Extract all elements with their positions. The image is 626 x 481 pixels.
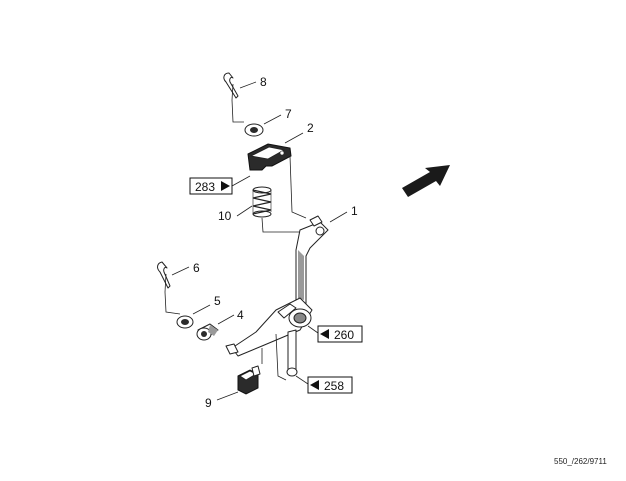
arrow-left-icon bbox=[320, 329, 329, 339]
part-2-block bbox=[247, 143, 292, 171]
leader-5 bbox=[192, 304, 211, 315]
leader-7 bbox=[216, 391, 239, 401]
part-6-cotter-pin bbox=[157, 261, 171, 293]
callout-8: 7 bbox=[285, 107, 292, 121]
leader-10 bbox=[236, 205, 253, 217]
leader-2 bbox=[284, 132, 304, 144]
leader-260 bbox=[307, 325, 319, 334]
reference-box-260: 260 bbox=[317, 325, 363, 343]
arrow-left-icon bbox=[310, 380, 319, 390]
leader-258 bbox=[295, 375, 309, 385]
part-8-washer bbox=[244, 123, 264, 137]
part-4-bushing bbox=[196, 323, 219, 341]
leader-8 bbox=[263, 114, 282, 125]
callout-7: 9 bbox=[205, 396, 212, 410]
reference-258-label: 258 bbox=[324, 379, 344, 393]
callout-5: 5 bbox=[214, 294, 221, 308]
callout-2: 2 bbox=[307, 121, 314, 135]
axis-line-block bbox=[261, 155, 307, 233]
leader-6 bbox=[171, 266, 190, 276]
reference-box-283: 283 bbox=[189, 177, 233, 195]
reference-box-258: 258 bbox=[307, 376, 353, 394]
callout-4: 4 bbox=[237, 308, 244, 322]
leader-9 bbox=[239, 81, 257, 89]
leader-283 bbox=[231, 175, 251, 187]
part-10-spring bbox=[252, 186, 272, 218]
part-9-cotter-pin bbox=[223, 72, 239, 101]
callout-1: 1 bbox=[351, 204, 358, 218]
axis-line-lower bbox=[164, 291, 181, 315]
callout-10: 10 bbox=[218, 209, 232, 223]
part-7-cap bbox=[237, 365, 261, 395]
drawing-code: 550_/262/9711 bbox=[554, 457, 607, 466]
axis-line-top bbox=[231, 99, 244, 123]
part-1-lever bbox=[295, 215, 329, 306]
part-5-washer bbox=[176, 315, 194, 329]
reference-260-label: 260 bbox=[334, 328, 354, 342]
leader-4 bbox=[217, 314, 235, 325]
direction-arrow-icon bbox=[402, 165, 450, 197]
arrow-right-icon bbox=[221, 181, 230, 191]
callout-9: 8 bbox=[260, 75, 267, 89]
leader-1 bbox=[329, 211, 348, 223]
reference-283-label: 283 bbox=[195, 180, 215, 194]
lower-arm-assembly bbox=[225, 297, 313, 381]
callout-6: 6 bbox=[193, 261, 200, 275]
